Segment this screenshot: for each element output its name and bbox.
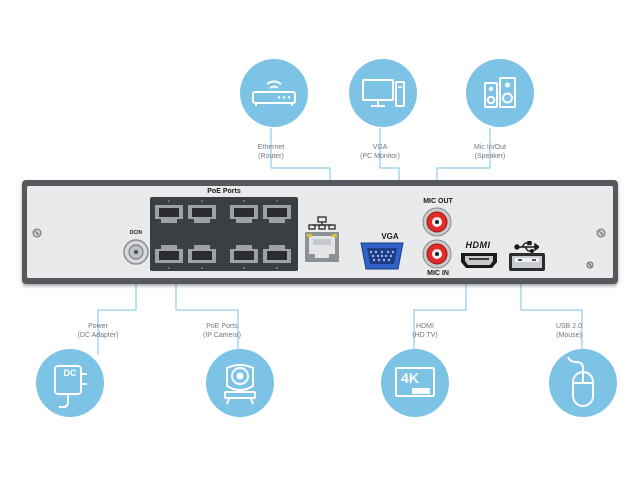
poe-caption-title: PoE Ports xyxy=(206,323,238,330)
hdmi-caption-subtitle: (HD TV) xyxy=(412,332,438,339)
mic-in-label: MIC IN xyxy=(427,270,449,277)
mic-caption-subtitle: (Speaker) xyxy=(474,153,506,160)
port-number: 4 xyxy=(201,266,203,270)
dc-badge: DC xyxy=(63,368,77,378)
speaker-icon xyxy=(466,59,534,127)
router-icon xyxy=(240,59,308,127)
hdmi-caption-title: HDMI xyxy=(416,323,434,330)
monitor-icon xyxy=(349,59,417,127)
4k-tv-icon xyxy=(381,349,449,417)
dc-power-jack xyxy=(123,239,149,265)
ethernet-caption: Ethernet (Router) xyxy=(246,143,296,161)
ethernet-caption-subtitle: (Router) xyxy=(258,153,284,160)
port-number: 5 xyxy=(243,199,245,203)
mic-caption-title: Mic In/Out xyxy=(474,144,506,151)
port-number: 1 xyxy=(168,199,170,203)
network-icon xyxy=(308,216,336,230)
power-caption-subtitle: (DC Adapter) xyxy=(77,332,119,339)
mic-out-jack xyxy=(422,207,452,237)
poe-ports-label: PoE Ports xyxy=(207,188,241,195)
ethernet-port xyxy=(305,216,339,262)
mouse-icon xyxy=(549,349,617,417)
ethernet-caption-title: Ethernet xyxy=(257,144,285,151)
hdmi-label: HDMI xyxy=(465,240,491,250)
power-caption-title: Power xyxy=(88,323,108,330)
vga-caption: VGA (PC Monitor) xyxy=(355,143,405,161)
dc-adapter-icon xyxy=(36,349,104,417)
usb-icon xyxy=(514,241,539,253)
poe-ports xyxy=(155,205,291,263)
usb-caption: USB 2.0 (Mouse) xyxy=(549,322,589,340)
dc-in-label: DCIN xyxy=(129,230,143,236)
usb-caption-subtitle: (Mouse) xyxy=(556,332,582,339)
vga-caption-title: VGA xyxy=(372,144,388,151)
port-number: 8 xyxy=(276,266,278,270)
vga-caption-subtitle: (PC Monitor) xyxy=(360,153,400,160)
port-number: 7 xyxy=(276,199,278,203)
port-number: 2 xyxy=(168,266,170,270)
hdmi-caption: HDMI (HD TV) xyxy=(405,322,445,340)
mic-caption: Mic In/Out (Speaker) xyxy=(465,143,515,161)
port-number: 3 xyxy=(201,199,203,203)
ip-camera-icon xyxy=(206,349,274,417)
4k-badge: 4K xyxy=(401,370,419,386)
usb-caption-title: USB 2.0 xyxy=(555,323,583,330)
vga-label: VGA xyxy=(381,232,399,241)
poe-caption-subtitle: (IP Camera) xyxy=(203,332,241,339)
power-caption: Power (DC Adapter) xyxy=(72,322,124,340)
mic-in-jack xyxy=(422,239,452,269)
hdmi-port xyxy=(461,253,497,268)
mic-out-label: MIC OUT xyxy=(423,198,453,205)
usb-port xyxy=(509,253,545,271)
poe-caption: PoE Ports (IP Camera) xyxy=(196,322,248,340)
vga-port xyxy=(360,242,404,270)
port-number: 6 xyxy=(243,266,245,270)
